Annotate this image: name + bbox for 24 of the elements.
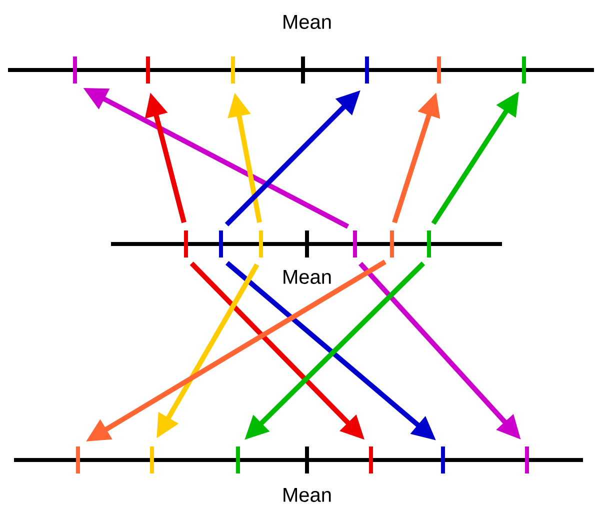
tick-mark [441,446,445,474]
tick-mark [305,230,309,258]
tick-mark [301,56,305,84]
tick-mark [76,446,80,474]
tick-mark [369,446,373,474]
tick-mark [236,446,240,474]
tick-mark [150,446,154,474]
tick-mark [305,446,309,474]
mean-label: Mean [284,15,331,29]
tick-mark [525,446,529,474]
tick-mark [184,230,188,258]
tick-mark [73,56,77,84]
tick-mark [219,230,223,258]
tick-mark [259,230,263,258]
tick-mark [390,230,394,258]
tick-mark [437,56,441,84]
tick-mark [231,56,235,84]
tick-mark [353,230,357,258]
tick-mark [365,56,369,84]
mean-label: Mean [284,488,331,502]
mean-label: Mean [284,270,331,284]
tick-mark [146,56,150,84]
tick-mark [522,56,526,84]
tick-mark [427,230,431,258]
